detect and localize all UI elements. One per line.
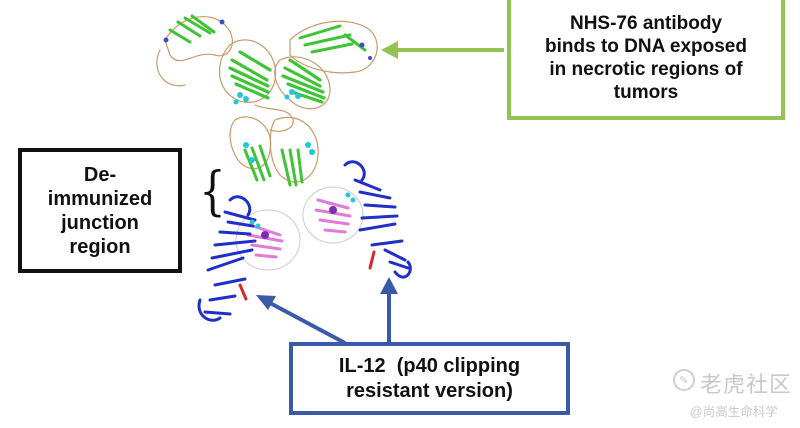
antibody-callout-line: NHS-76 antibody — [569, 13, 722, 34]
antibody-fc — [229, 104, 319, 187]
il12-left — [197, 195, 301, 322]
antibody-callout-line: binds to DNA exposed — [545, 36, 747, 57]
watermark-logo-icon: ✎ — [673, 369, 695, 391]
watermark-title: 老虎社区 — [700, 372, 793, 397]
antibody-callout-line: in necrotic regions of — [549, 59, 743, 80]
il12-pointer-arrows — [256, 277, 398, 345]
il12-callout-line: resistant version) — [346, 379, 513, 402]
il12-callout-box: IL-12 (p40 clipping resistant version) — [289, 342, 570, 415]
junction-callout-line: region — [69, 235, 131, 258]
watermark-subtitle: @尚高生命科学 — [690, 405, 778, 419]
junction-callout-line: junction — [61, 211, 139, 234]
il12-callout-line: IL-12 (p40 clipping — [338, 354, 521, 377]
il12-right — [302, 160, 412, 279]
junction-callout-box: De- immunized junction region — [18, 148, 182, 273]
antibody-right-fab — [274, 20, 378, 110]
antibody-pointer-arrow — [381, 41, 504, 59]
junction-callout-line: immunized — [47, 187, 153, 210]
antibody-callout-line: tumors — [613, 82, 679, 103]
junction-callout-line: De- — [83, 163, 117, 186]
antibody-callout-box: NHS-76 antibody binds to DNA exposed in … — [507, 0, 785, 120]
antibody-left-fab — [156, 14, 277, 105]
junction-brace: { — [199, 162, 226, 222]
